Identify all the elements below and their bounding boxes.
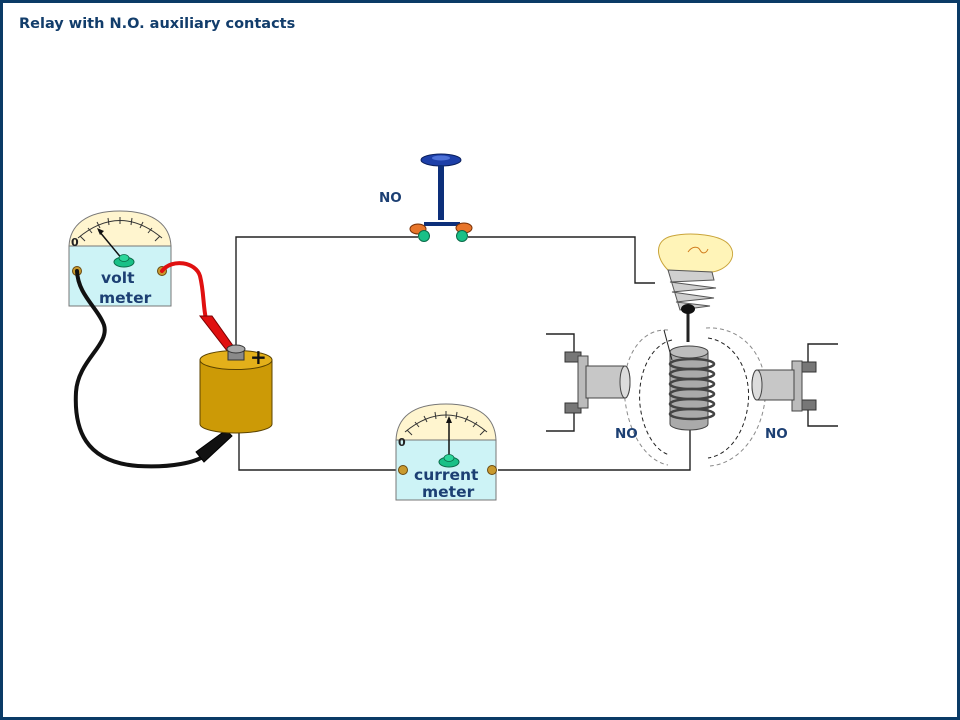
field-line-right-inner	[707, 337, 750, 459]
aux-contact-right-tab-bottom	[801, 399, 817, 411]
volt-meter-needle-tip	[97, 228, 104, 235]
bulb-filament	[687, 246, 709, 254]
field-line-left-inner	[639, 339, 673, 456]
switch-terminal-left	[418, 230, 430, 242]
aux-contact-left-state-label: NO	[615, 426, 638, 442]
current-meter-pivot-cap	[443, 454, 455, 462]
volt-meter-pivot-cap	[118, 254, 130, 262]
aux-contact-right: NO	[751, 343, 838, 442]
current-meter-dial-face	[395, 403, 497, 441]
battery-terminal-cap	[226, 344, 246, 354]
bulb-screw-base	[667, 269, 717, 311]
circuit-wires	[235, 236, 691, 471]
bulb-glass	[658, 233, 734, 273]
current-meter-needle-tip	[446, 416, 452, 423]
current-meter: 0 current meter	[395, 403, 497, 501]
current-meter-zero: 0	[398, 436, 406, 449]
aux-contact-left-wire-top	[546, 333, 575, 358]
switch-state-label: NO	[379, 190, 402, 206]
wire-current-meter-to-coil	[498, 428, 691, 471]
aux-contact-right-plunger-face	[751, 369, 763, 401]
volt-meter: 0 volt meter	[68, 210, 172, 307]
volt-meter-dial-face	[68, 210, 172, 247]
current-meter-terminal-right	[487, 465, 497, 475]
field-line-left-outer	[623, 329, 669, 466]
push-button-switch: NO	[379, 153, 473, 242]
light-bulb	[658, 233, 734, 314]
switch-stem	[438, 165, 444, 220]
switch-button-cap-highlight	[432, 155, 450, 161]
negative-lead-clip	[195, 429, 233, 463]
relay-coil	[623, 327, 767, 467]
volt-meter-label-line2: meter	[99, 289, 152, 307]
battery-positive-symbol: +	[250, 345, 267, 369]
negative-test-lead	[73, 269, 206, 469]
current-meter-scale	[404, 411, 488, 436]
wire-switch-to-lamp	[468, 236, 655, 284]
coil-core-top	[669, 345, 709, 359]
current-meter-label-line1: current	[414, 466, 479, 484]
battery: +	[199, 344, 273, 434]
current-meter-label-line2: meter	[422, 483, 475, 501]
current-meter-terminal-left	[398, 465, 408, 475]
volt-meter-zero: 0	[71, 236, 79, 249]
positive-test-lead	[160, 261, 208, 321]
wire-battery-to-switch	[235, 236, 418, 346]
bulb-base-contact	[681, 304, 695, 314]
aux-contact-right-wire-bottom	[807, 404, 838, 427]
volt-meter-scale	[77, 217, 163, 242]
coil-windings	[668, 357, 716, 421]
aux-contact-right-wire-top	[807, 343, 838, 370]
aux-contact-left-wire-bottom	[546, 410, 575, 432]
slide-title: Relay with N.O. auxiliary contacts	[19, 16, 296, 32]
volt-meter-needle	[98, 230, 124, 261]
volt-meter-label-line1: volt	[101, 269, 135, 287]
coil-lead-top	[663, 329, 673, 361]
aux-contact-right-tab-top	[801, 361, 817, 373]
switch-terminal-right	[456, 230, 468, 242]
aux-contact-left: NO	[546, 333, 638, 442]
aux-contact-left-plunger-face	[619, 365, 631, 399]
wire-battery-to-current-meter	[238, 432, 398, 471]
battery-body	[199, 359, 273, 434]
aux-contact-right-state-label: NO	[765, 426, 788, 442]
